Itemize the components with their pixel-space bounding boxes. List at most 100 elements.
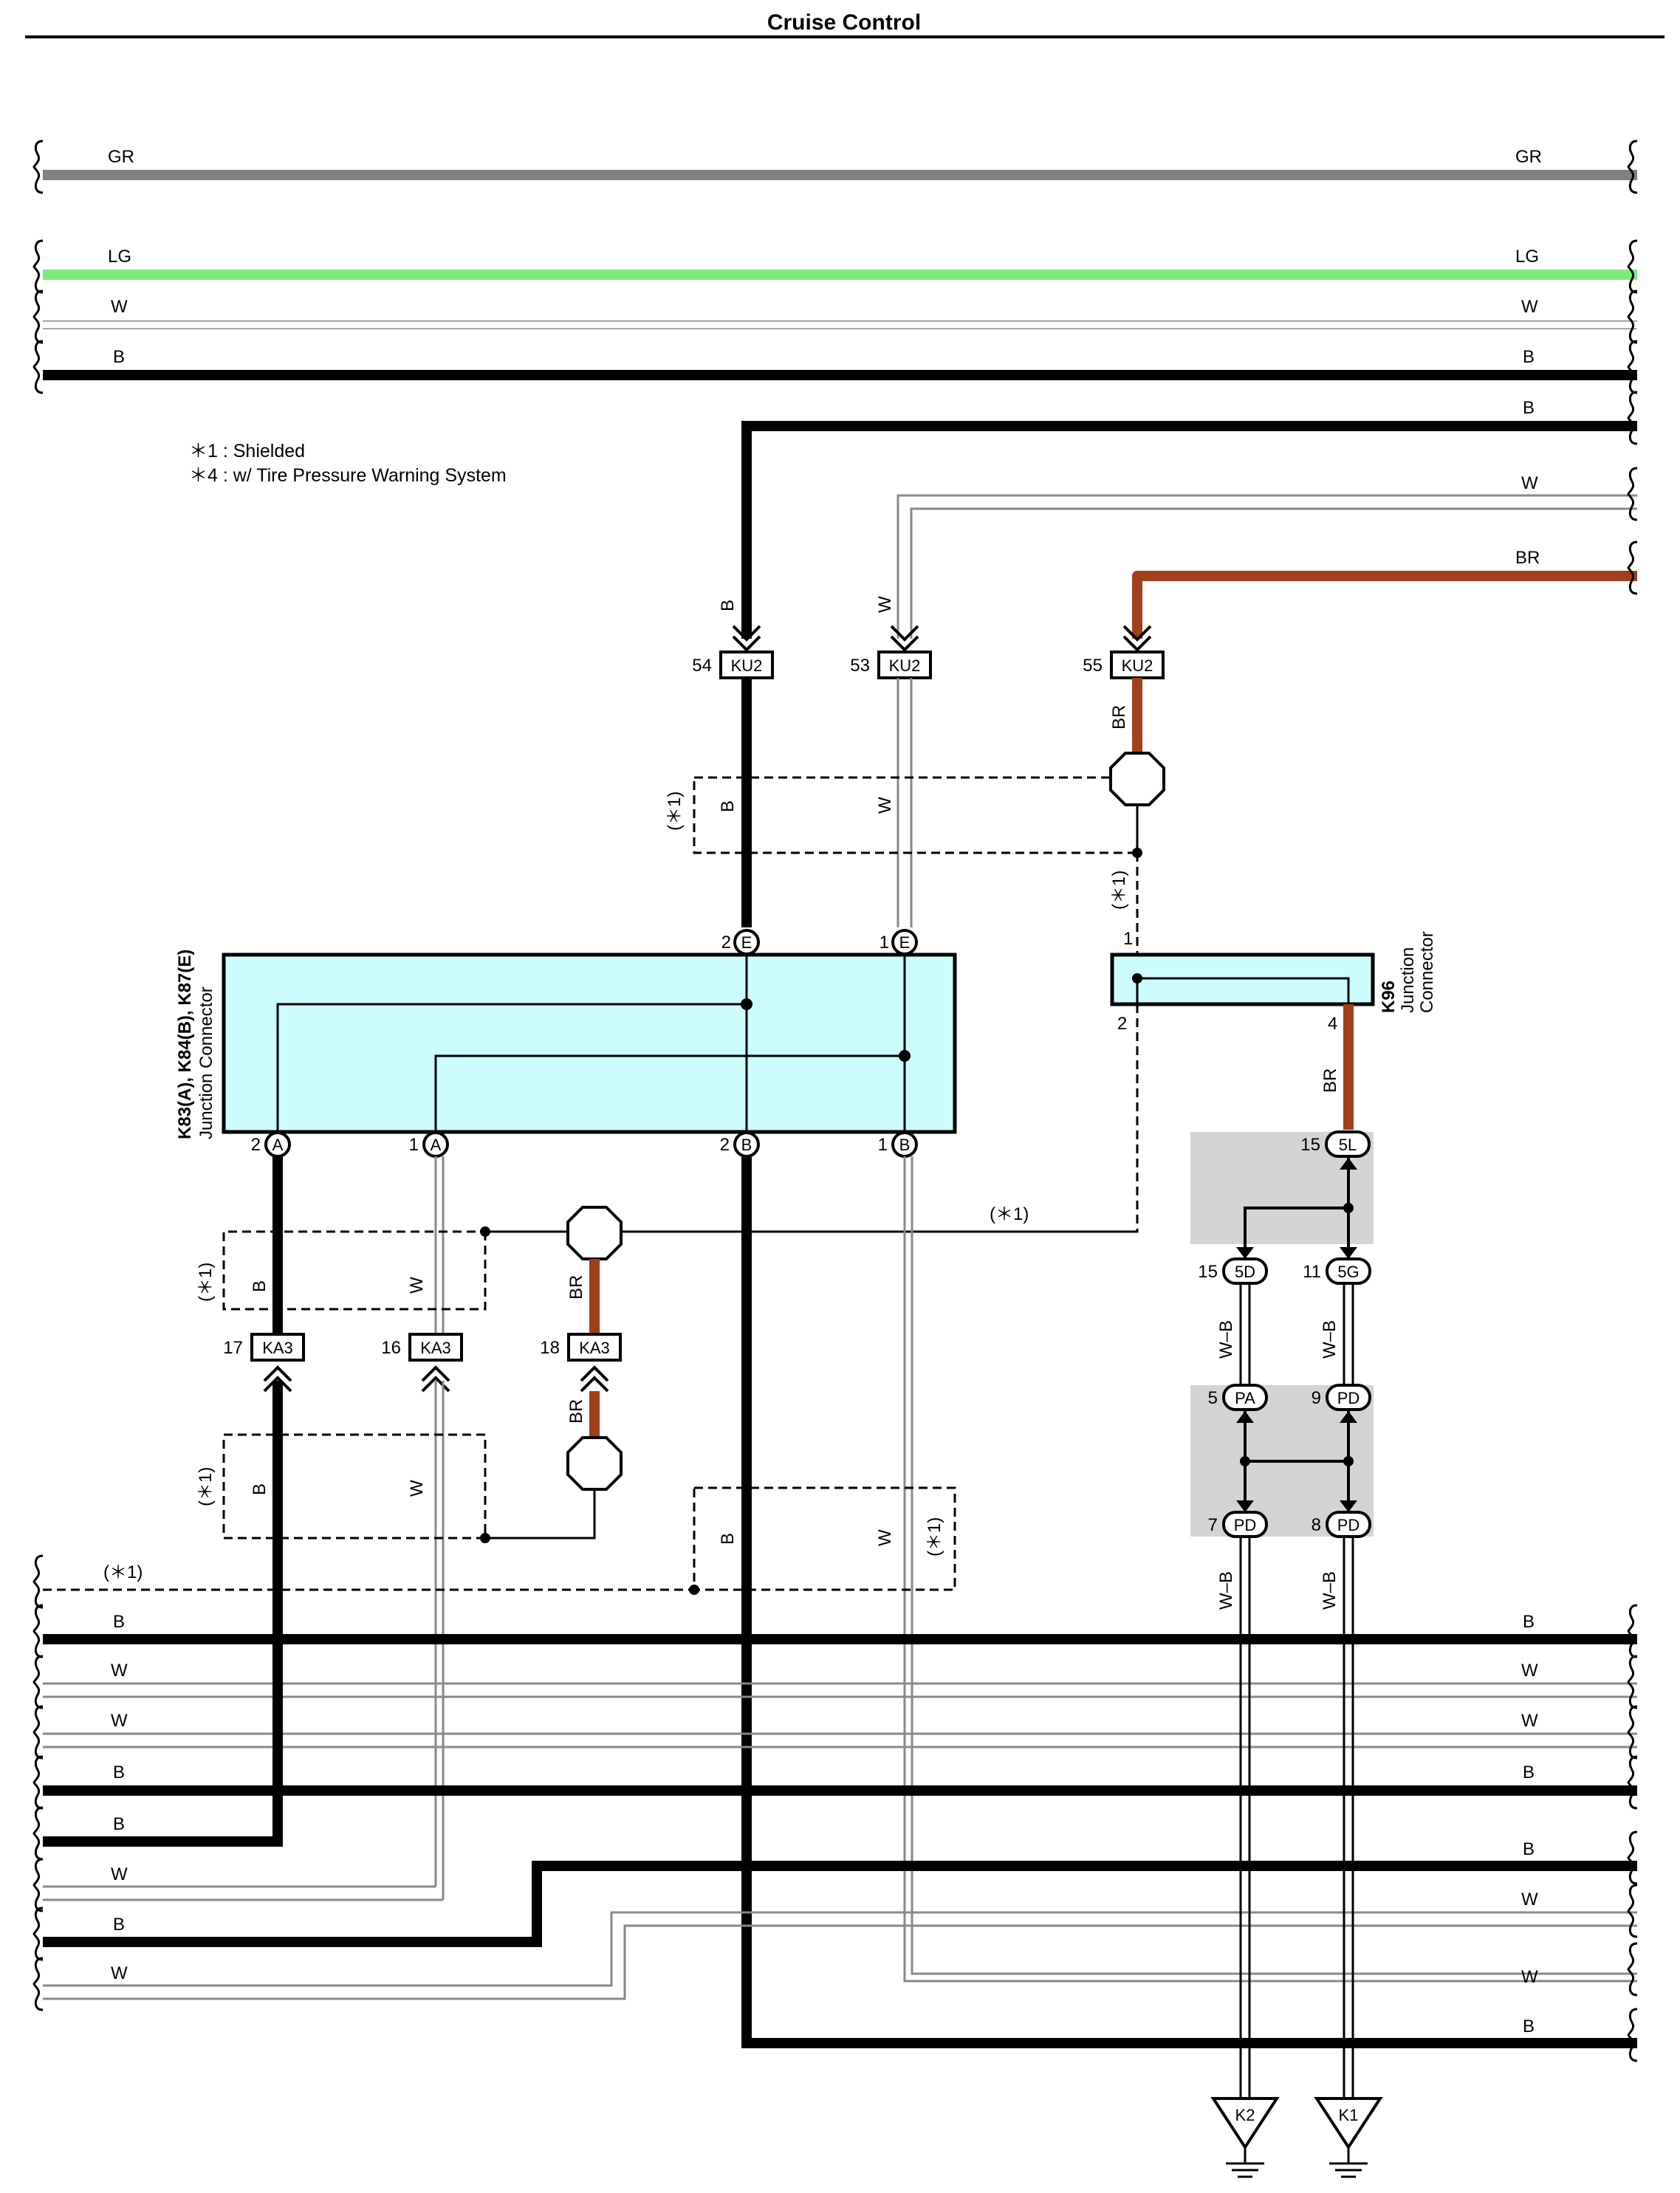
- pin-circle-e1: [891, 929, 918, 955]
- wire-w-feed-a: [896, 494, 1637, 639]
- connector-ku2-label: KU2: [1122, 656, 1153, 675]
- wire-b-row5: [43, 1639, 283, 1847]
- wire-label-gr-left: GR: [108, 147, 134, 167]
- ku2-to-junction: BR (＊1) B W (＊1): [665, 678, 1165, 978]
- legend-notes: ＊1 : Shielded ＊4 : w/ Tire Pressure Warn…: [189, 441, 507, 486]
- wire-label-b: B: [1523, 2017, 1535, 2036]
- wire-label-b: B: [1523, 1839, 1535, 1859]
- connector-b-label: B: [741, 1136, 752, 1154]
- wire-label-b: B: [1523, 1612, 1535, 1632]
- connector-a-label: A: [431, 1136, 442, 1154]
- wire-w-row8-b: [43, 1924, 1637, 2000]
- wire-label-gr-right: GR: [1515, 147, 1542, 167]
- wire-break-icon: [32, 1604, 44, 1658]
- k96-name-2: Connector: [1417, 931, 1437, 1013]
- connector-ka3-label: KA3: [420, 1339, 451, 1357]
- shield-label: (＊1): [925, 1517, 944, 1557]
- note-tpws: ＊4 : w/ Tire Pressure Warning System: [189, 465, 507, 486]
- pin-oval-pd-8: [1326, 1511, 1371, 1538]
- wire-break-icon: [1627, 1884, 1639, 1938]
- wire-b-feed: [741, 421, 1637, 639]
- pin-15: 15: [1300, 1135, 1320, 1155]
- wire-label-b-feed: B: [1523, 398, 1535, 418]
- wire-label-br-ka3-down: BR: [566, 1399, 586, 1424]
- arrow-down-icon: [1340, 1500, 1357, 1512]
- wire-break-icon: [32, 239, 44, 294]
- wire-label-w-left: W: [111, 297, 128, 317]
- wire-label-b: B: [1523, 1763, 1535, 1782]
- wire-break-icon: [1627, 467, 1639, 521]
- connector-pd-label: PD: [1337, 1516, 1360, 1534]
- shield-label: (＊1): [990, 1204, 1029, 1224]
- arrow-down-icon: [1236, 1500, 1254, 1512]
- splice-branch: [1244, 1207, 1348, 1259]
- wire-break-icon: [32, 1858, 44, 1912]
- wire-label-w-shield2: W: [407, 1277, 427, 1294]
- wire-break-icon: [32, 1755, 44, 1810]
- connector-ka3-17: [250, 1333, 305, 1362]
- wire-label-w-shield4: W: [875, 1529, 895, 1546]
- arrow-down-icon: [1236, 1247, 1254, 1259]
- arrow-down-icon: [1340, 1247, 1357, 1259]
- wire-label-b-shield: B: [718, 800, 738, 812]
- pin-2: 2: [721, 933, 731, 953]
- wire-break-icon: [1627, 239, 1639, 294]
- shield-terminal-octagon: [1109, 752, 1165, 806]
- ground-triangle-k2: [1210, 2097, 1280, 2150]
- shield-label: (＊1): [196, 1263, 216, 1302]
- splice-block-upper: 5L 15 5D 15 5G 11: [1190, 1130, 1374, 1285]
- connector-5d-label: 5D: [1235, 1263, 1255, 1281]
- wire-label-b: B: [113, 1915, 125, 1935]
- pin-1: 1: [409, 1135, 419, 1155]
- pin-2: 2: [251, 1135, 261, 1155]
- ground-label-k1: K1: [1339, 2106, 1359, 2124]
- shield-terminal-octagon: [566, 1436, 623, 1491]
- wire-break-icon: [32, 289, 44, 344]
- ground-icon: [1224, 2146, 1266, 2178]
- shield-terminal-octagon: [566, 1206, 623, 1260]
- wire-label-w: W: [111, 1864, 128, 1884]
- wire-w-b1-down-b: [911, 1156, 1637, 1975]
- wire-break-icon: [1627, 1705, 1639, 1760]
- chevron-down-icon: [890, 625, 919, 652]
- wire-label-br-vert: BR: [1109, 705, 1129, 730]
- ground-label-k2: K2: [1235, 2106, 1255, 2124]
- shield-label: (＊1): [1109, 871, 1129, 910]
- connector-ku2-53: [877, 651, 932, 679]
- wire-label-b-shield3: B: [250, 1483, 270, 1495]
- wire-break-icon: [1627, 391, 1639, 445]
- ground-wires: W–B W–B K2 K1: [1210, 1537, 1383, 2178]
- wire-label-b-vert: B: [718, 600, 738, 611]
- chevron-up-icon: [580, 1365, 609, 1393]
- wire-br-feed: [1132, 571, 1637, 639]
- chevron-up-icon: [263, 1365, 292, 1393]
- connector-e-label: E: [899, 933, 911, 952]
- connector-ku2-55: [1110, 651, 1165, 679]
- wire-label-wb: W–B: [1216, 1571, 1236, 1610]
- shield-box: [222, 1433, 487, 1540]
- junction-connector-id: K83(A), K84(B), K87(E): [175, 950, 195, 1139]
- chevron-down-icon: [732, 625, 761, 652]
- wire-break-icon: [1627, 1604, 1639, 1658]
- shield-drain: [485, 1489, 596, 1540]
- connector-ka3-16: [408, 1333, 463, 1362]
- pin-2: 2: [1117, 1014, 1127, 1034]
- page-title: Cruise Control: [767, 10, 921, 35]
- junction-connector-k83: E 2 E 1 A 2 A 1 B 2 B 1 K83(A), K84(B), …: [175, 929, 957, 1158]
- internal-link-a2: [276, 1003, 747, 1144]
- pin-oval-pd-7: [1222, 1511, 1268, 1538]
- shield-box: [693, 776, 1139, 854]
- connector-pa-label: PA: [1235, 1389, 1255, 1407]
- wire-w-row8-a: [43, 1911, 1637, 1987]
- connector-ka3-label: KA3: [579, 1339, 610, 1357]
- connector-5l-label: 5L: [1339, 1136, 1357, 1154]
- wire-break-icon: [1627, 540, 1639, 595]
- wire-break-icon: [32, 1957, 44, 2011]
- wire-break-icon: [1627, 340, 1639, 394]
- wire-label-wb: W–B: [1216, 1320, 1236, 1359]
- connector-ka3-18: [567, 1333, 622, 1362]
- junction-connector-name: Junction Connector: [196, 986, 216, 1139]
- pin-7: 7: [1208, 1515, 1218, 1535]
- connector-pd-label: PD: [1337, 1389, 1360, 1407]
